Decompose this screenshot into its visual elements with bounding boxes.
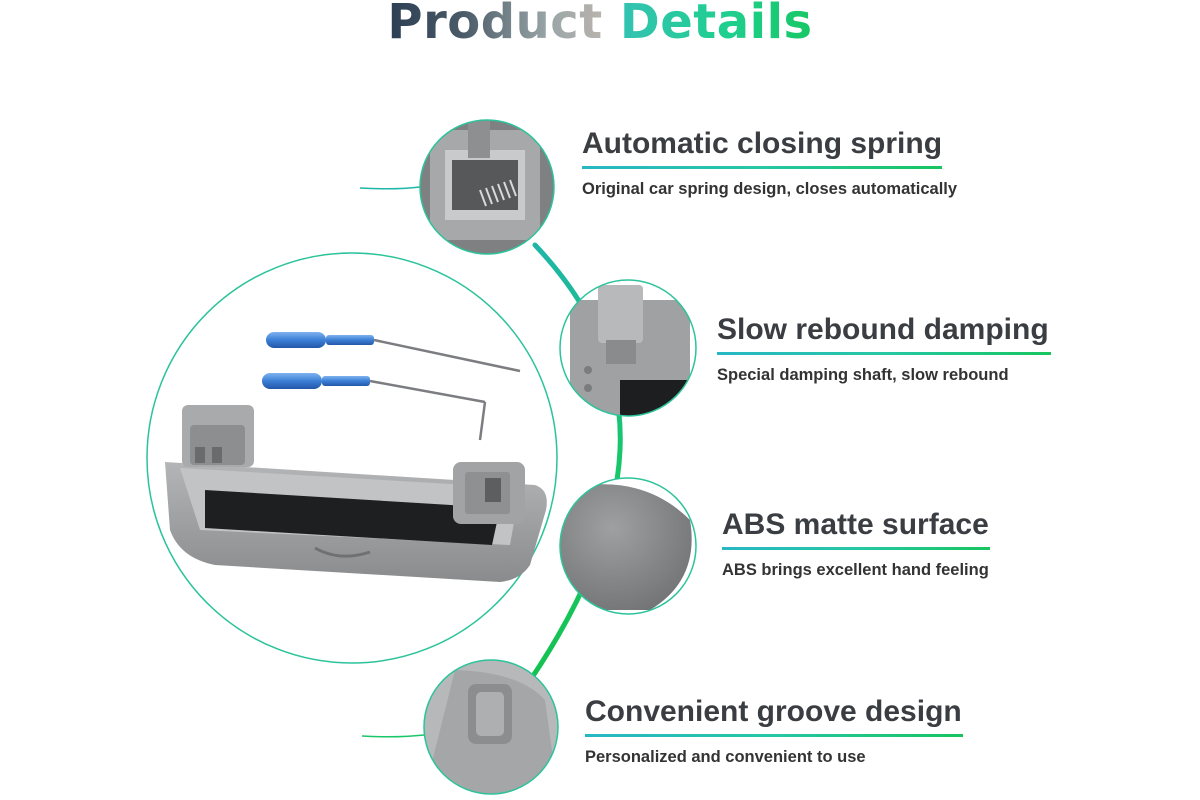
feature-title: Convenient groove design	[585, 695, 962, 728]
feature-title: Automatic closing spring	[582, 127, 943, 160]
feature-underline	[582, 166, 942, 169]
feature-underline	[717, 352, 1051, 355]
feature-damping: Slow rebound damping Special damping sha…	[717, 312, 1051, 385]
glasses-case-icon	[165, 405, 547, 582]
feature-groove: Convenient groove design Personalized an…	[585, 694, 963, 767]
feature-description: Special damping shaft, slow rebound	[717, 366, 1009, 384]
page-title: Product Details	[0, 0, 1200, 50]
screwdriver-1-icon	[266, 332, 521, 373]
feature-underline	[585, 734, 963, 737]
feature-description: ABS brings excellent hand feeling	[722, 561, 989, 579]
feature-description: Personalized and convenient to use	[585, 748, 866, 766]
feature-matte: ABS matte surface ABS brings excellent h…	[722, 507, 990, 580]
feature-title: ABS matte surface	[722, 508, 989, 541]
matte-surface-closeup-image	[560, 478, 696, 614]
title-word-details: Details	[620, 0, 813, 50]
damping-shaft-closeup-image	[560, 280, 696, 416]
spring-closeup-image	[420, 120, 554, 254]
feature-underline	[722, 547, 990, 550]
screwdriver-2-icon	[262, 373, 487, 441]
leader-line-bottom	[361, 734, 425, 738]
title-word-product: Product	[387, 0, 602, 50]
feature-title: Slow rebound damping	[717, 313, 1049, 346]
groove-closeup-image	[424, 660, 558, 794]
feature-description: Original car spring design, closes autom…	[582, 180, 958, 198]
leader-line-top	[359, 186, 421, 190]
feature-spring: Automatic closing spring Original car sp…	[582, 126, 957, 199]
